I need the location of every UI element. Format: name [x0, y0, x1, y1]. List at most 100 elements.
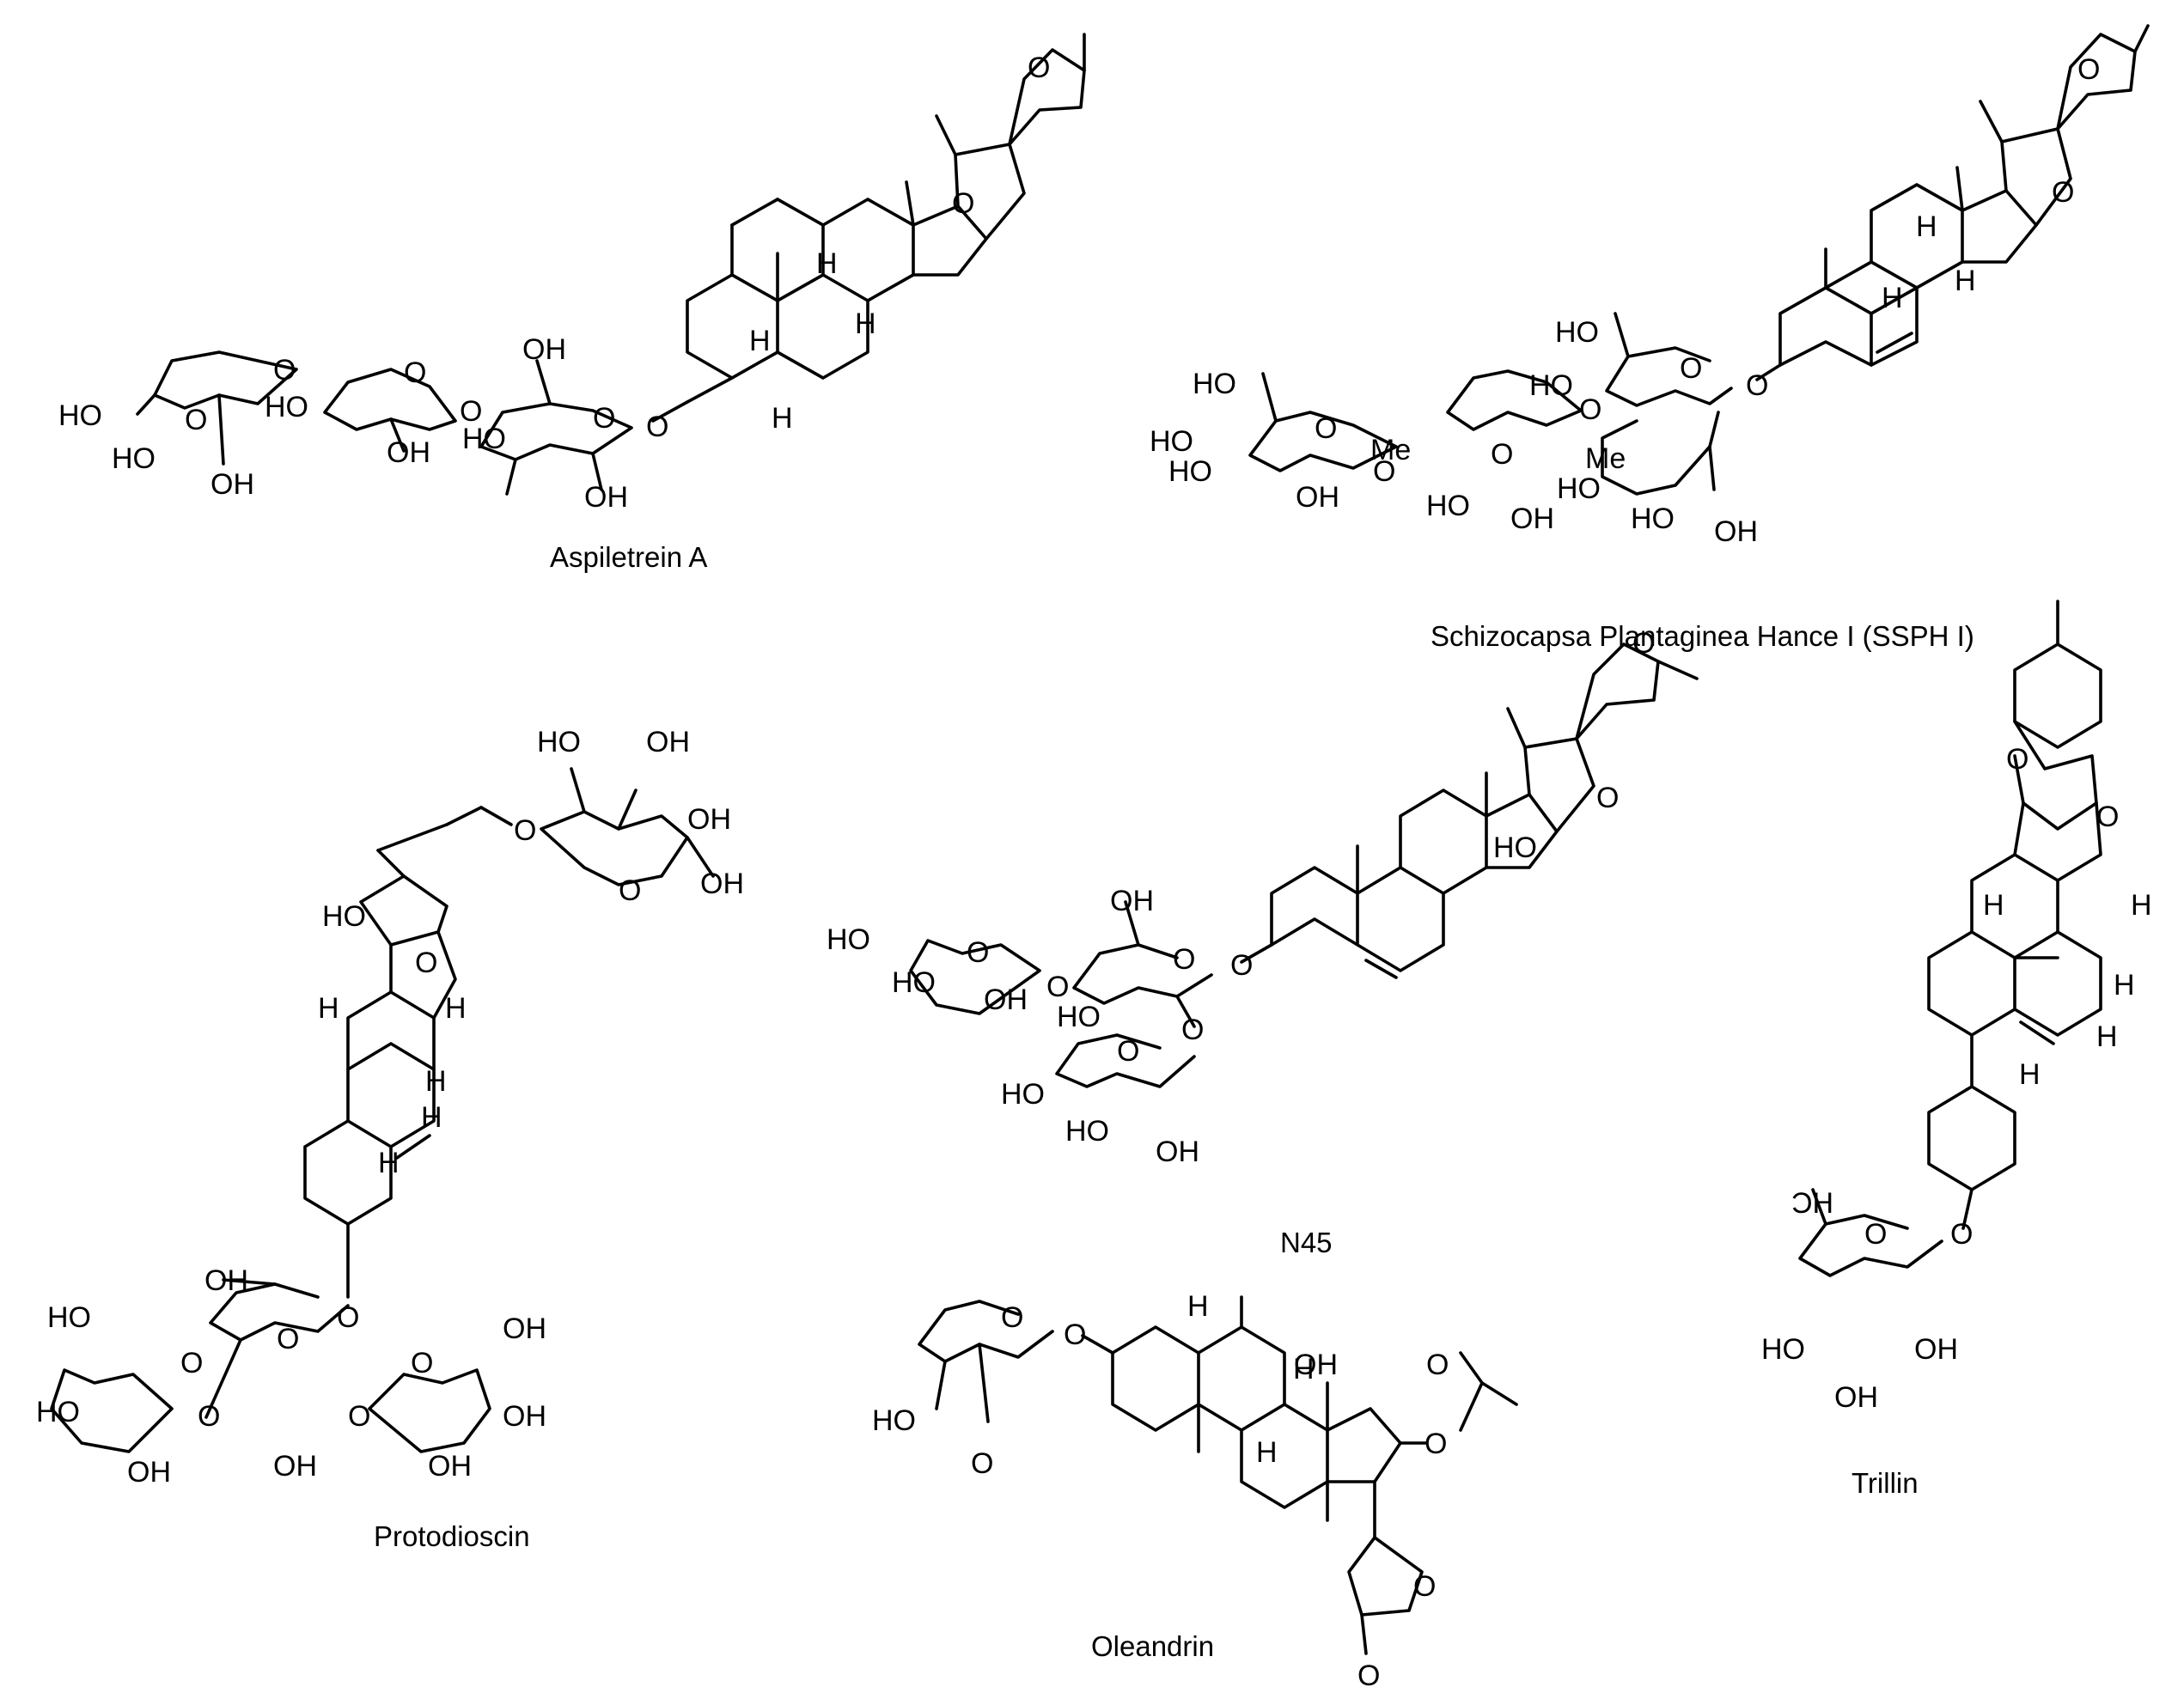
ring-oxygen-label: O [619, 874, 641, 907]
hydroxyl-label: OH [700, 868, 744, 900]
hydroxyl-label: OH [1834, 1381, 1878, 1414]
hydroxyl-label: OH [1510, 502, 1554, 535]
compound-name-ssph-i: Schizocapsa Plantaginea Hance I (SSPH I) [1431, 620, 1974, 652]
ssph-atom-labels: O O H H H O O HO HO O O Me O O HO HO HO … [1150, 53, 2100, 548]
stereo-hydrogen-label: H [2131, 889, 2152, 922]
hydroxyl-label: HO [1057, 1001, 1101, 1033]
ring-oxygen-label: O [1426, 1349, 1449, 1381]
stereo-hydrogen-label: H [1955, 265, 1976, 297]
methyl-label: Me [1370, 434, 1411, 466]
hydroxyl-label: HO [58, 399, 102, 432]
hydroxyl-label: OH [1714, 515, 1758, 548]
structure-protodioscin: HO OH OH OH O O HO O H H H H H O OH O HO… [36, 726, 744, 1552]
hydroxyl-label: HO [1168, 455, 1212, 488]
ring-oxygen-label: O [1413, 1570, 1436, 1603]
hydroxyl-label: HO [827, 923, 870, 956]
compound-name-n45: N45 [1280, 1227, 1333, 1258]
hydroxyl-label: OH [210, 468, 254, 501]
glycosidic-oxygen-label: O [1064, 1318, 1086, 1351]
ring-oxygen-label: O [952, 187, 974, 220]
ring-oxygen-label: O [180, 1347, 203, 1379]
glycosidic-oxygen-label: O [1230, 949, 1253, 982]
glycosidic-oxygen-label: O [1046, 971, 1069, 1003]
hydroxyl-label: OH [428, 1450, 472, 1483]
glycosidic-oxygen-label: O [198, 1400, 220, 1433]
glycosidic-oxygen-label: O [1950, 1218, 1973, 1251]
stereo-hydrogen-label: H [445, 992, 467, 1025]
hydroxyl-label: OH [1110, 885, 1154, 917]
stereo-hydrogen-label: H [1256, 1436, 1278, 1469]
ring-oxygen-label: O [1028, 52, 1050, 84]
trillin-atom-labels: O O H H H H H O O ƆH HO OH OH [1761, 743, 2152, 1414]
hydroxyl-label: OH [1156, 1136, 1199, 1168]
hydroxyl-label: OH [273, 1450, 317, 1483]
stereo-hydrogen-label: H [749, 325, 771, 357]
n45-atom-labels: O O HO O O OH O HO O O O HO HO OH HO HO … [827, 627, 1655, 1168]
glycosidic-oxygen-label: O [1373, 455, 1395, 488]
stereo-hydrogen-label: H [378, 1147, 400, 1179]
stereo-hydrogen-label: H [421, 1101, 442, 1134]
hydroxyl-label: HO [47, 1301, 91, 1334]
hydroxyl-label: OH [503, 1400, 546, 1433]
hydroxyl-label: OH [1914, 1333, 1958, 1366]
stereo-hydrogen-label: H [2096, 1020, 2118, 1053]
glycosidic-oxygen-label: O [1746, 369, 1768, 402]
ring-oxygen-label: O [277, 1323, 299, 1355]
hydroxyl-label: OH [127, 1456, 171, 1489]
glycosidic-oxygen-label: O [1424, 1428, 1447, 1460]
hydroxyl-label: OH [687, 803, 731, 836]
glycosidic-oxygen-label: O [646, 411, 668, 443]
hydroxyl-label: HO [112, 442, 156, 475]
hydroxyl-label: HO [872, 1404, 916, 1437]
stereo-hydrogen-label: H [855, 308, 876, 340]
stereo-hydrogen-label: H [1293, 1353, 1315, 1385]
ring-oxygen-label: O [2096, 801, 2119, 833]
hydroxyl-label: HO [1529, 369, 1573, 402]
ring-oxygen-label: O [2006, 743, 2028, 776]
ring-oxygen-label: O [2077, 53, 2100, 86]
ring-oxygen-label: O [2052, 176, 2074, 209]
hydroxyl-label: HO [1555, 316, 1599, 349]
hydroxyl-label: OH [522, 333, 566, 366]
hydroxyl-label: HO [1065, 1115, 1109, 1148]
structure-n45: O O HO O O OH O HO O O O HO HO OH HO HO … [827, 627, 1699, 1258]
hydroxyl-label: OH [584, 481, 628, 514]
hydroxyl-label: HO [1193, 368, 1236, 400]
stereo-hydrogen-label: H [1916, 210, 1937, 243]
hydroxyl-label: HO [1150, 425, 1193, 458]
hydroxyl-label: HO [1557, 472, 1601, 505]
structure-trillin: O O H H H H H O O ƆH HO OH OH Trillin [1761, 600, 2152, 1499]
ring-oxygen-label: O [1864, 1218, 1887, 1251]
methyl-label: Me [1585, 442, 1626, 475]
oleandrin-atom-labels: H OH H H O O O O O O HO O [872, 1290, 1449, 1692]
glycosidic-oxygen-label: O [514, 814, 536, 847]
protodioscin-atom-labels: HO OH OH OH O O HO O H H H H H O OH O HO… [36, 726, 744, 1489]
hydroxyl-label: OH [646, 726, 690, 758]
ring-oxygen-label: O [411, 1347, 433, 1379]
structure-ssph-i: O O H H H O O HO HO O O Me O O HO HO HO … [1150, 24, 2150, 652]
hydroxyl-label: HO [1761, 1333, 1805, 1366]
hydroxyl-label: OH [1294, 1349, 1338, 1381]
structure-aspiletrein-a: O O H H H H O O OH HO OH O O OH HO O O H… [58, 33, 1086, 573]
hydroxyl-label: HO [537, 726, 581, 758]
hydroxyl-label: HO [1426, 490, 1470, 522]
stereo-hydrogen-label: H [1187, 1290, 1209, 1323]
ring-oxygen-label: O [404, 356, 426, 389]
stereo-hydrogen-label: H [1983, 889, 2004, 922]
hydroxyl-label: HO [36, 1396, 80, 1428]
hydroxyl-label: HO [1493, 831, 1537, 864]
ring-oxygen-label: O [185, 404, 207, 436]
ring-oxygen-label: O [415, 947, 437, 979]
glycosidic-oxygen-label: O [1579, 393, 1601, 426]
glycosidic-oxygen-label: O [273, 354, 296, 387]
hydroxyl-label: OH [1296, 481, 1339, 514]
compound-name-protodioscin: Protodioscin [374, 1520, 530, 1552]
hydroxyl-label: HO [265, 391, 308, 423]
ring-oxygen-label: O [1001, 1301, 1023, 1334]
hydroxyl-label: OH [984, 984, 1028, 1016]
hydroxyl-label: HO [322, 900, 366, 933]
compound-name-trillin: Trillin [1852, 1467, 1919, 1499]
hydroxyl-label: OH [204, 1264, 248, 1297]
ring-oxygen-label: O [1357, 1660, 1380, 1692]
